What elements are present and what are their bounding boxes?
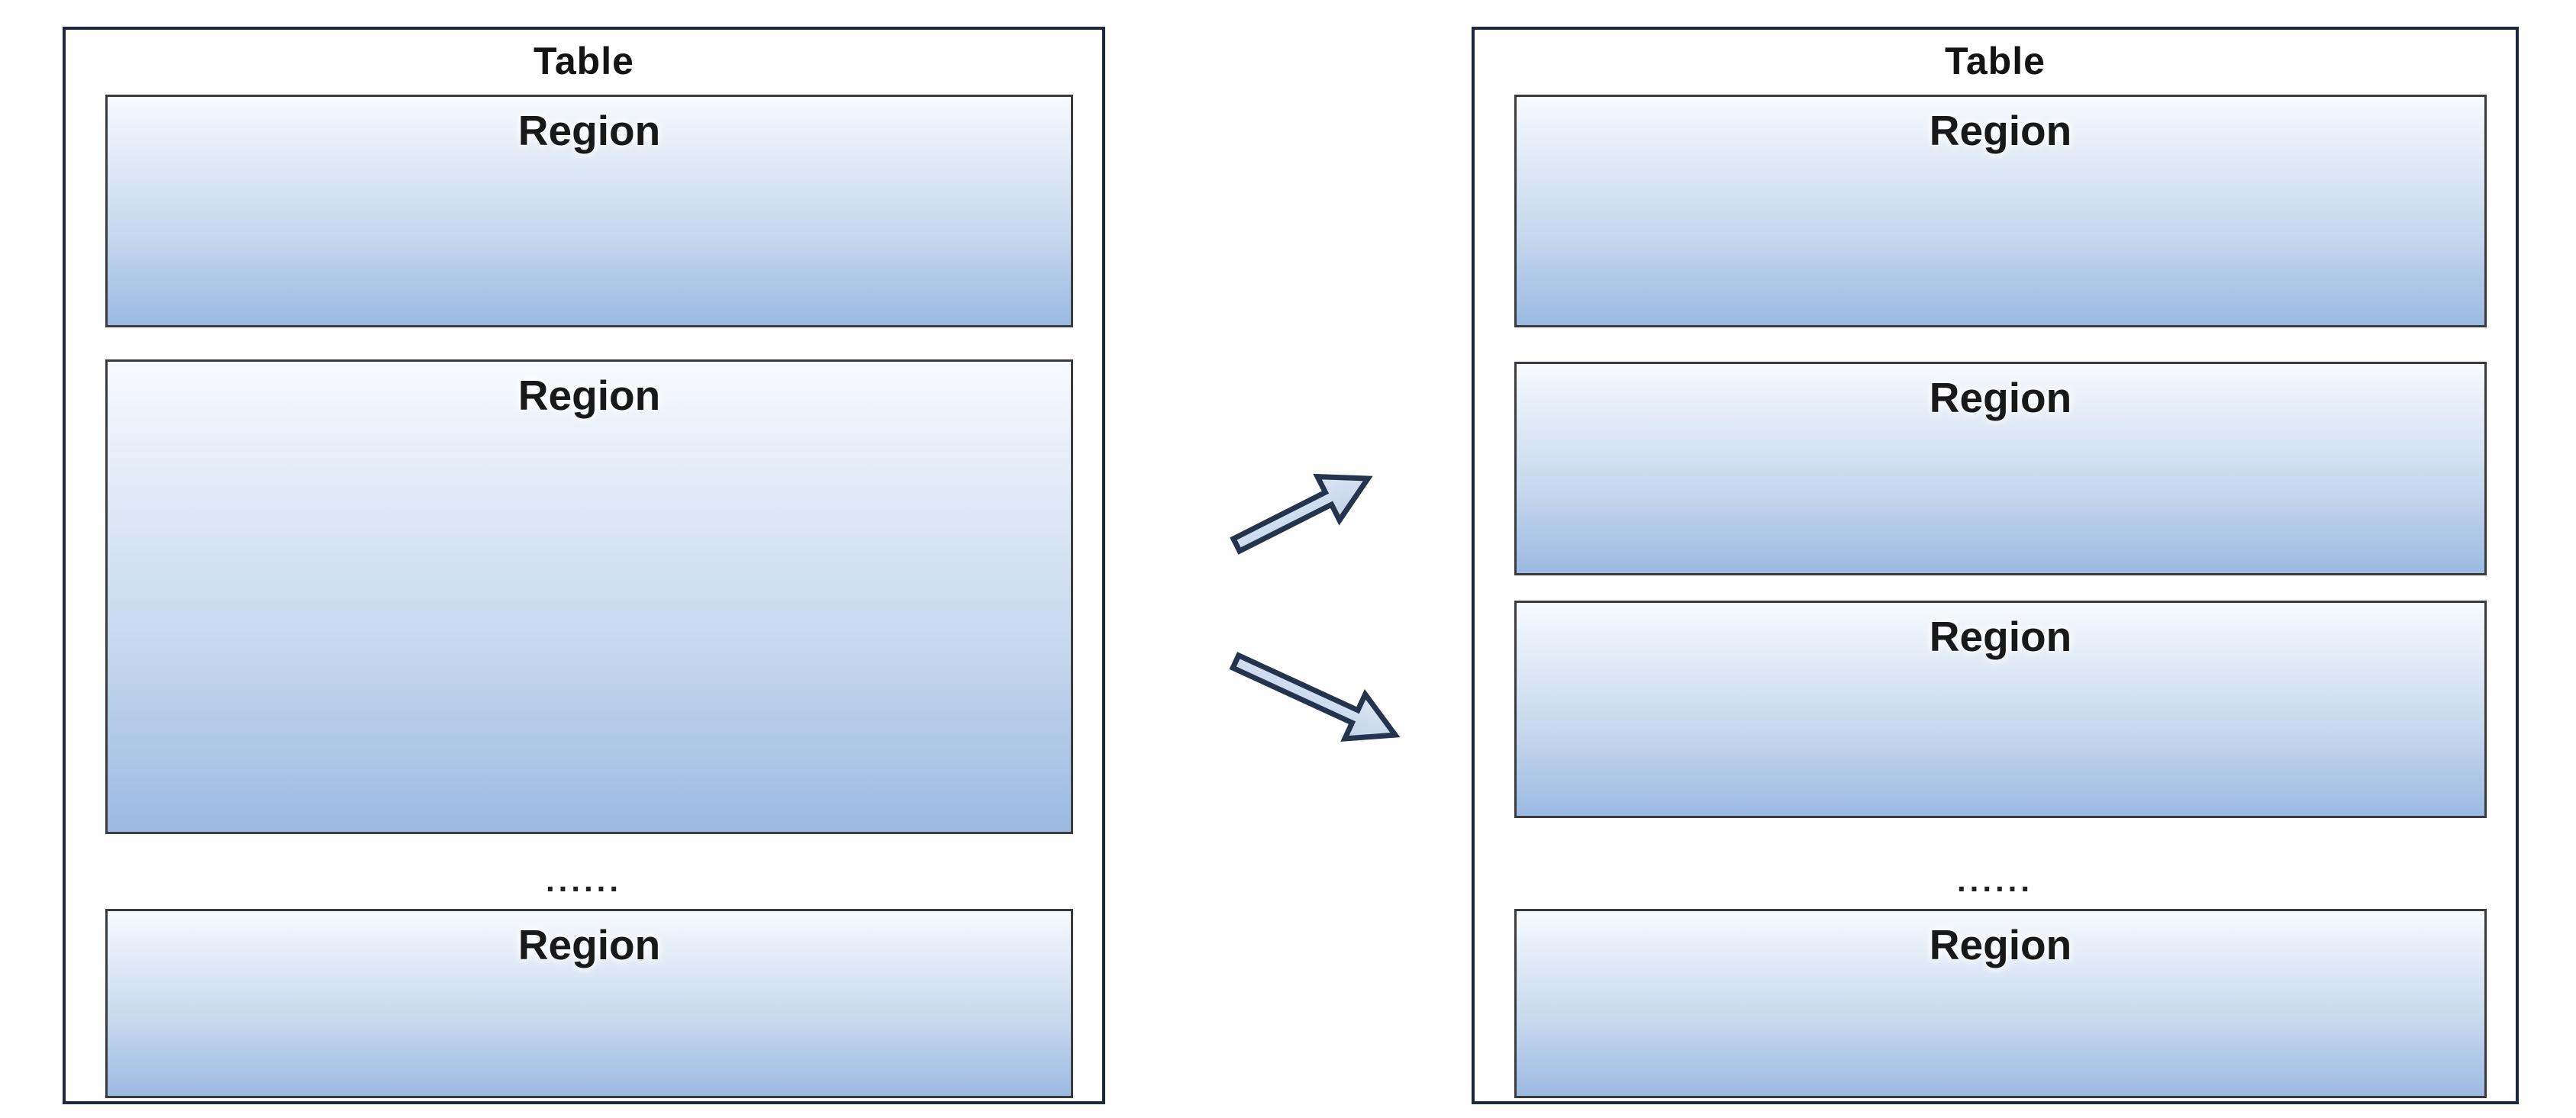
table-right-region-3: Region xyxy=(1514,601,2487,818)
table-right-title: Table xyxy=(1945,40,2046,82)
region-label: Region xyxy=(517,921,661,968)
region-label: Region xyxy=(1929,374,2072,421)
table-right-ellipsis: ...... xyxy=(1956,862,2033,898)
table-left-region-1: Region xyxy=(105,95,1073,327)
table-left-region-3: Region xyxy=(105,909,1073,1098)
table-right: Table Region Region Region ...... Region xyxy=(1472,27,2519,1104)
table-left-title: Table xyxy=(534,40,634,82)
region-label: Region xyxy=(517,107,661,154)
block-arrow-up-right-icon xyxy=(1230,473,1373,555)
region-label: Region xyxy=(517,372,661,419)
region-label: Region xyxy=(1929,921,2072,968)
table-right-region-2: Region xyxy=(1514,362,2487,575)
block-arrow-down-right-icon xyxy=(1229,652,1401,742)
table-right-region-4: Region xyxy=(1514,909,2487,1098)
region-label: Region xyxy=(1929,613,2072,660)
table-right-region-1: Region xyxy=(1514,95,2487,327)
table-left-region-2: Region xyxy=(105,359,1073,834)
region-label: Region xyxy=(1929,107,2072,154)
table-left-ellipsis: ...... xyxy=(545,862,622,898)
table-left: Table Region Region ...... Region xyxy=(63,27,1105,1104)
